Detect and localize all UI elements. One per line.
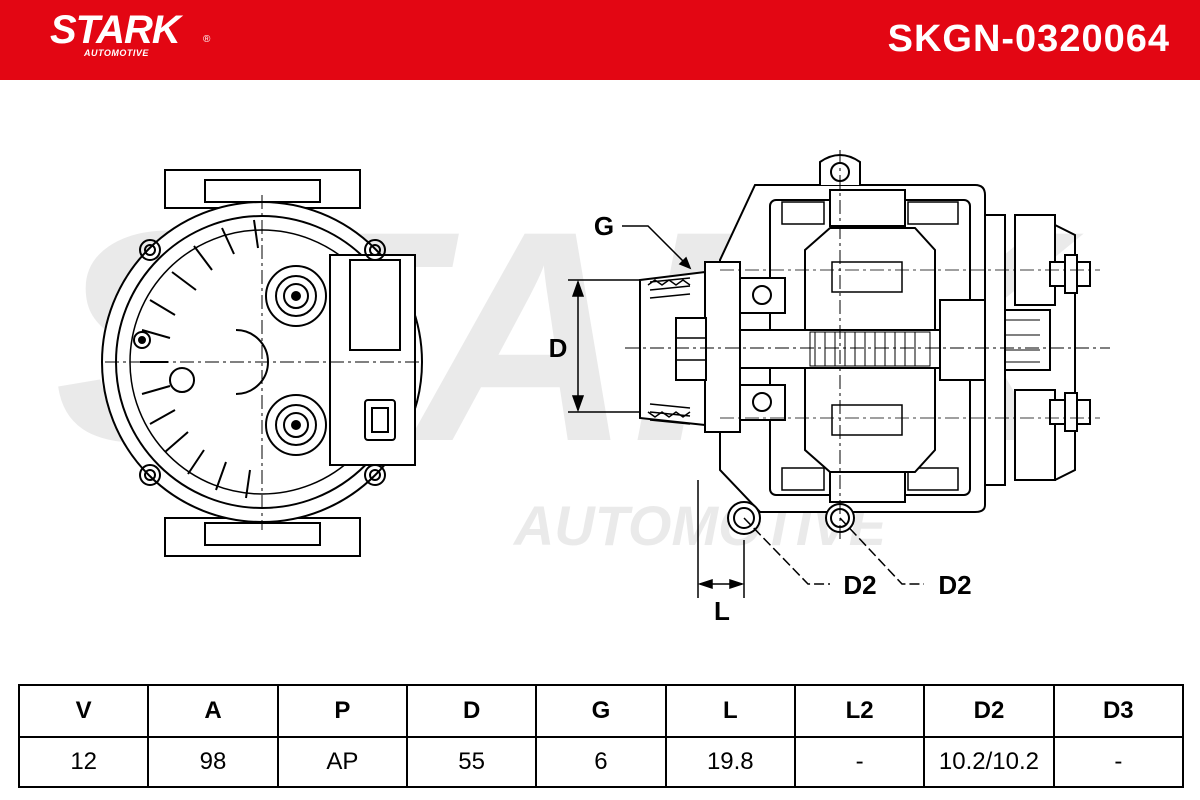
alternator-front-view [101, 169, 423, 557]
spec-value-d: 55 [405, 736, 538, 788]
spec-value-a: 98 [147, 736, 279, 788]
spec-value-l: 19.8 [664, 736, 796, 788]
spec-header-l: L [664, 684, 796, 738]
spec-header-row: V A P D G L L2 D2 D3 [17, 684, 1185, 738]
header-bar: STARK AUTOMOTIVE ® SKGN-0320064 [0, 0, 1200, 80]
label-l: L [714, 596, 730, 626]
technical-drawing: STARK AUTOMOTIVE [54, 150, 1110, 626]
registered-mark: ® [203, 34, 211, 45]
spec-value-d3: - [1052, 736, 1185, 788]
spec-table: V A P D G L L2 D2 D3 12 98 AP 55 6 19.8 … [17, 684, 1185, 788]
spec-value-l2: - [793, 736, 926, 788]
spec-value-p: AP [276, 736, 408, 788]
label-d: D [549, 333, 568, 363]
label-g: G [594, 211, 614, 241]
label-d2-left: D2 [843, 570, 876, 600]
label-d2-right: D2 [938, 570, 971, 600]
alternator-side-view [625, 150, 1110, 540]
spec-value-v: 12 [17, 736, 150, 788]
stark-logo: STARK AUTOMOTIVE ® [50, 8, 210, 58]
spec-header-d2: D2 [923, 684, 1055, 738]
spec-value-g: 6 [535, 736, 667, 788]
dimension-lines [568, 225, 924, 598]
brand-subtitle: AUTOMOTIVE [84, 48, 149, 58]
spec-header-d3: D3 [1052, 684, 1185, 738]
brand-name: STARK [50, 8, 181, 52]
part-number: SKGN-0320064 [887, 18, 1170, 60]
spec-header-a: A [147, 684, 279, 738]
spec-value-d2: 10.2/10.2 [923, 736, 1055, 788]
spec-header-l2: L2 [793, 684, 926, 738]
spec-header-v: V [17, 684, 150, 738]
spec-header-d: D [405, 684, 538, 738]
spec-header-p: P [276, 684, 408, 738]
spec-value-row: 12 98 AP 55 6 19.8 - 10.2/10.2 - [17, 736, 1185, 788]
spec-header-g: G [535, 684, 667, 738]
